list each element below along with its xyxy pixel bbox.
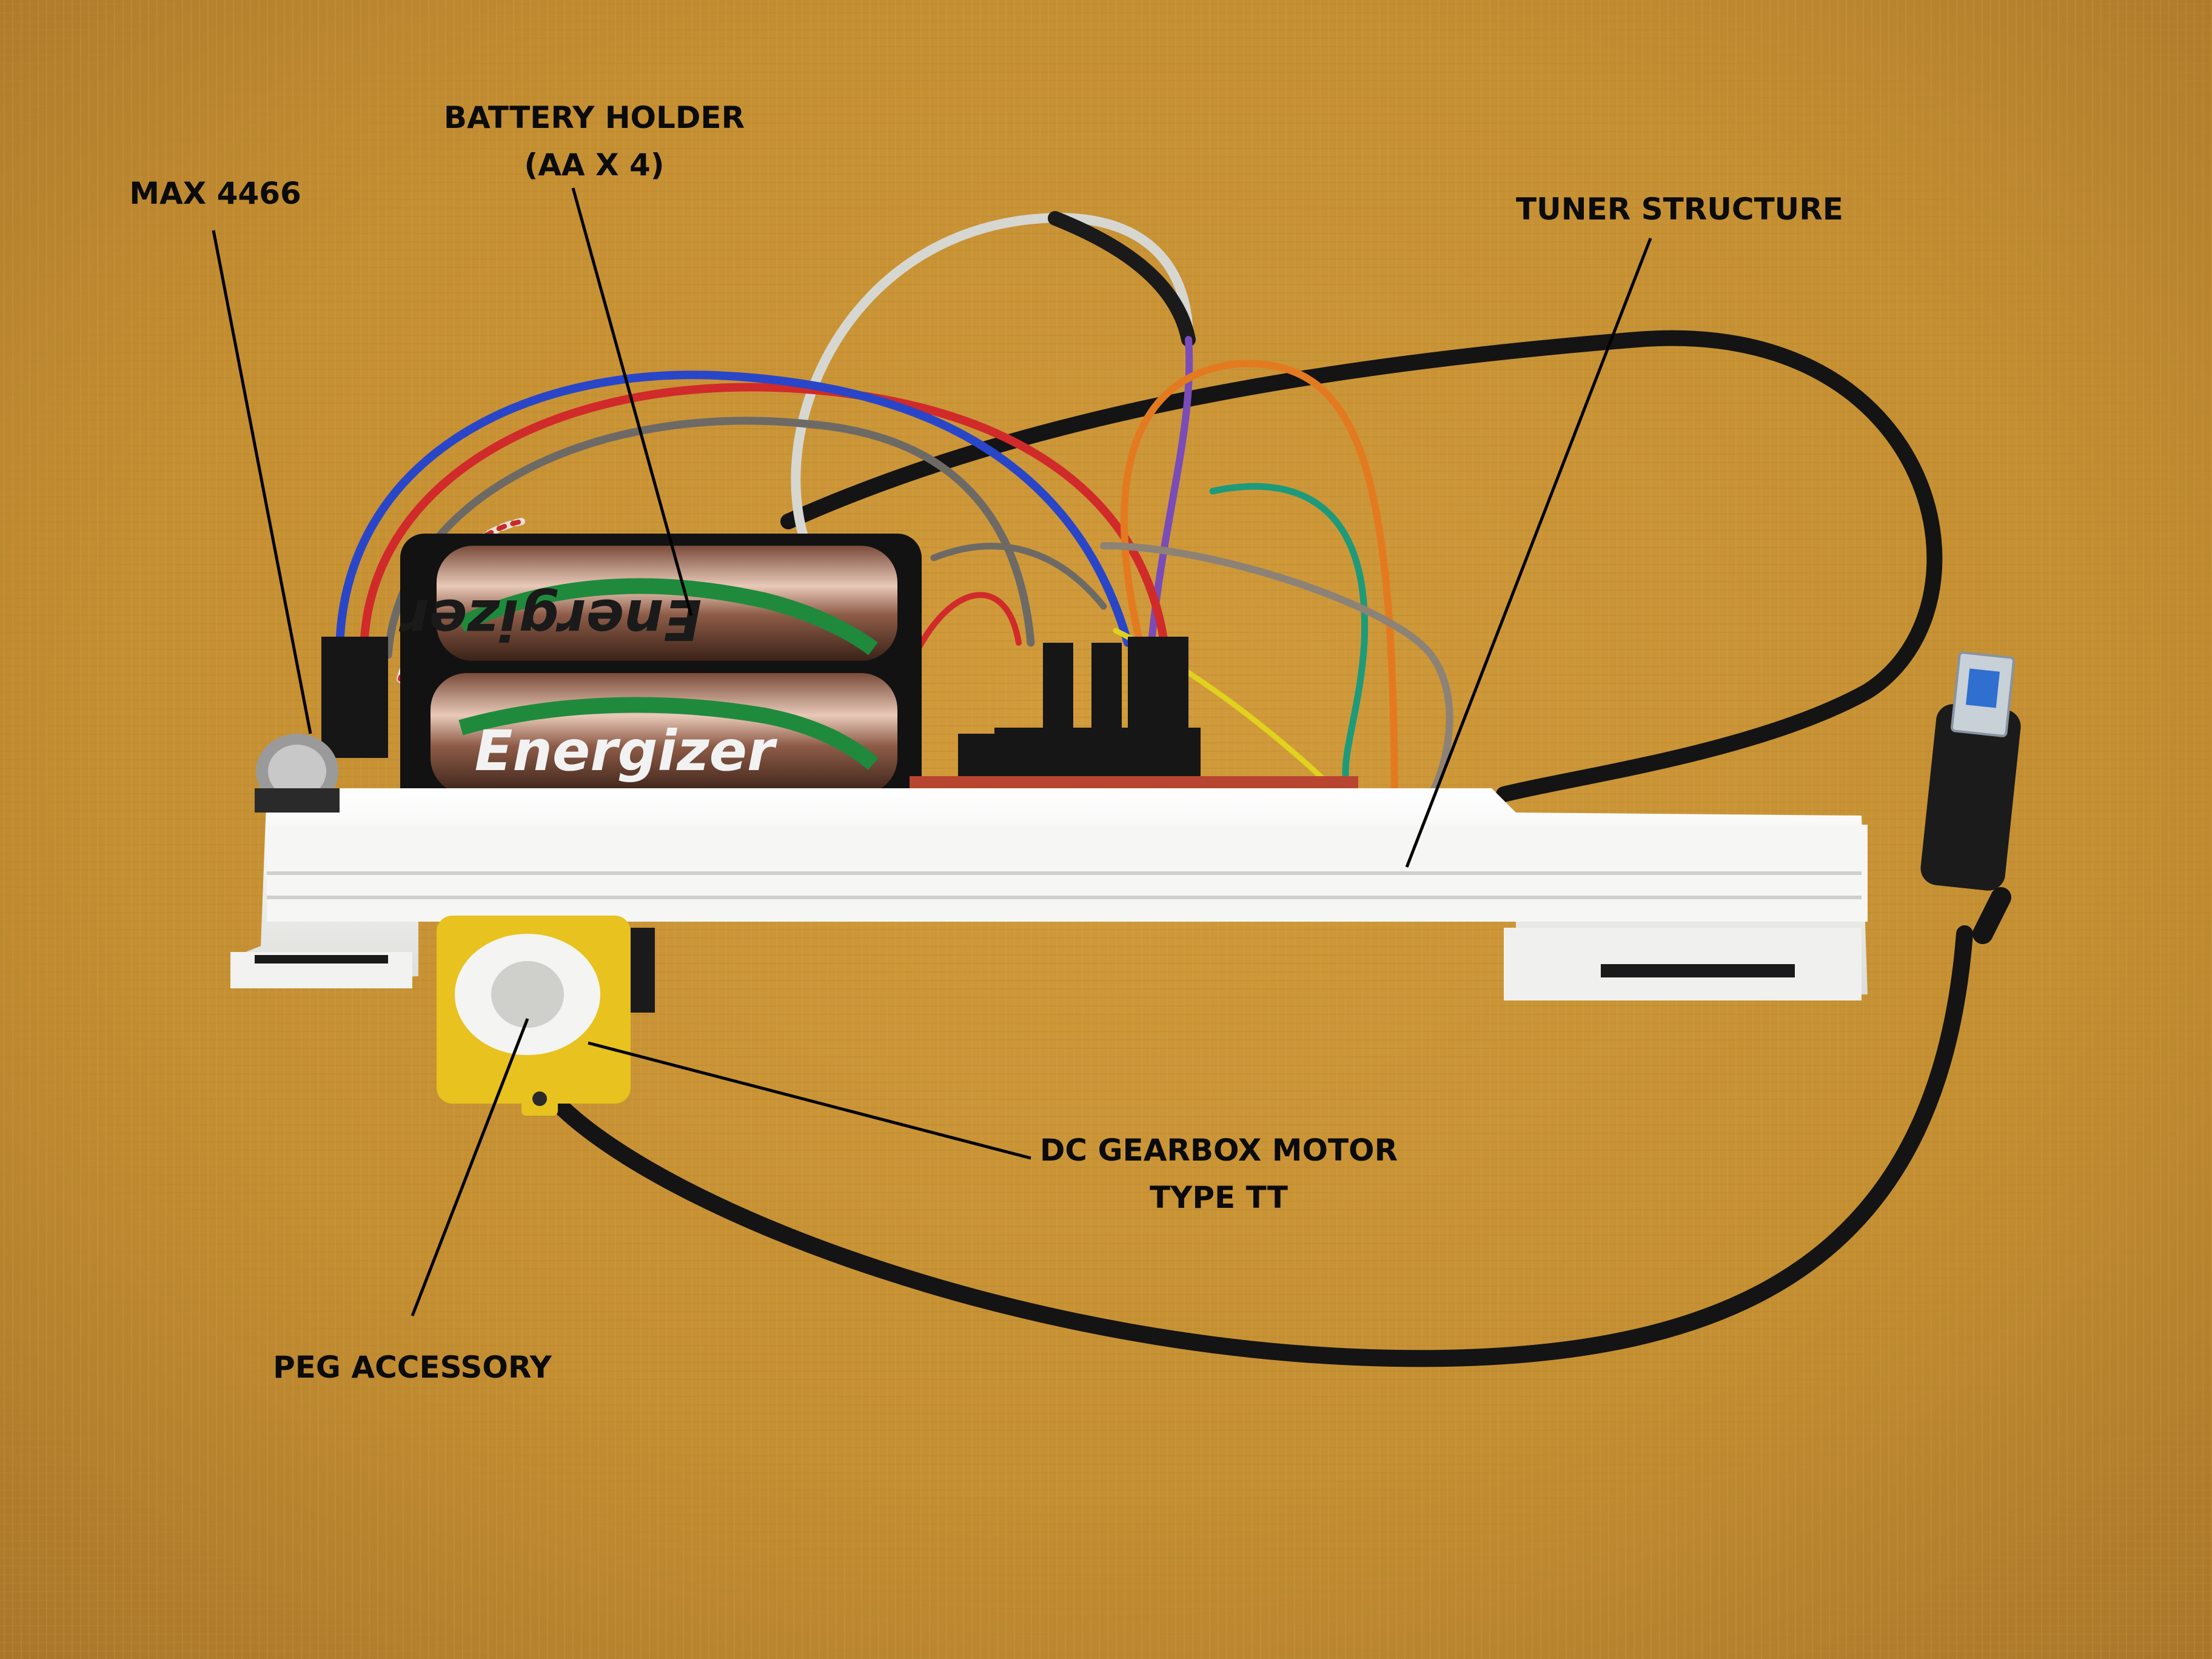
leader-line-peg-accessory [411,1018,529,1316]
label-max4466: MAX 4466 [129,176,301,211]
usb-plug [1920,651,2021,944]
label-battery-holder-line2: (AA X 4) [524,147,665,183]
jumper-wires [335,211,1453,816]
dc-gearbox-motor-illustration [437,916,655,1116]
tuner-platform [230,788,1868,1000]
usb-cable [780,330,1943,802]
battery-holder-illustration: Energizer Energizer [398,534,922,813]
label-dc-gearbox-motor: DC GEARBOX MOTOR TYPE TT [1019,1127,1419,1221]
label-peg-accessory: PEG ACCESSORY [273,1350,552,1385]
leader-line-dc-gearbox-motor [588,1041,1031,1160]
svg-text:Energizer: Energizer [475,719,778,783]
leader-lines [212,187,1652,1316]
svg-text:Energizer: Energizer [398,587,702,652]
label-battery-holder-line1: BATTERY HOLDER [443,100,745,135]
leader-line-battery-holder [571,187,693,616]
leader-line-tuner-structure [1405,238,1652,868]
label-dc-gearbox-motor-line1: DC GEARBOX MOTOR [1039,1133,1398,1168]
leader-line-max4466 [212,230,312,734]
microphone-module [255,734,340,813]
label-dc-gearbox-motor-line2: TYPE TT [1150,1180,1288,1215]
label-battery-holder: BATTERY HOLDER (AA X 4) [412,94,776,189]
label-tuner-structure: TUNER STRUCTURE [1516,192,1843,227]
